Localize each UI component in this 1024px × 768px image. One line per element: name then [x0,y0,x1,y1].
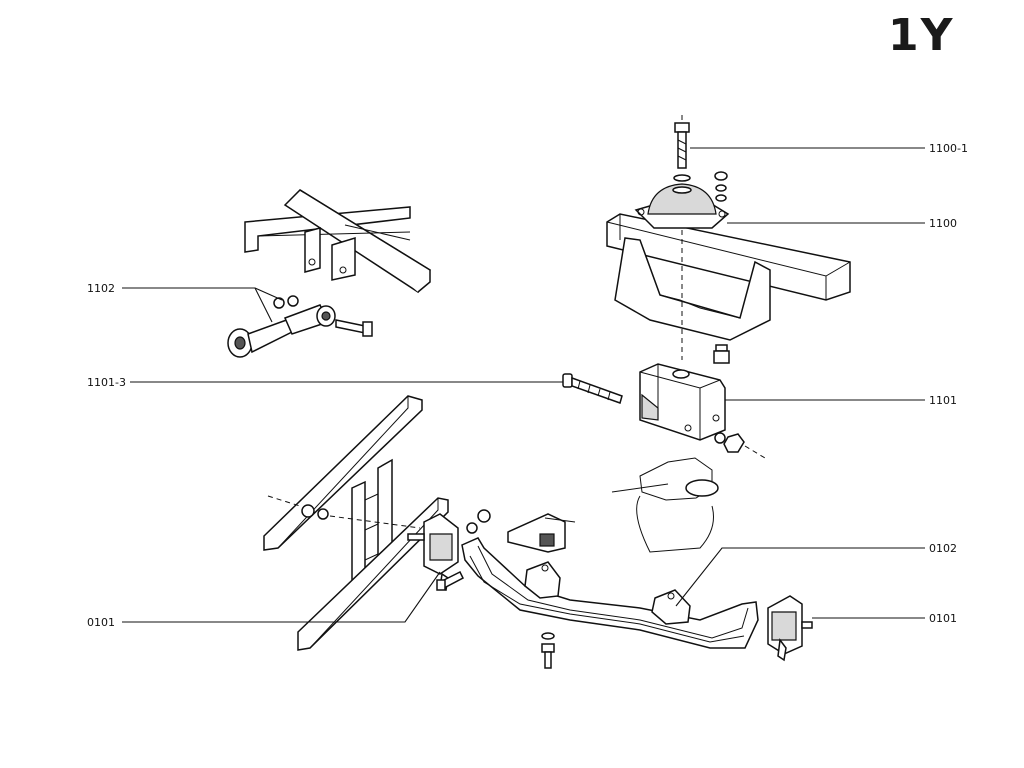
callout-1100-1: 1100-1 [929,142,968,155]
callout-0101-left: 0101 [87,616,115,629]
callout-0102: 0102 [929,542,957,555]
part-1100-rubber-mount [634,174,730,229]
part-1100-1-bolt [674,122,728,202]
part-1101-bracket [639,363,745,453]
engine-block-outline [611,457,719,553]
crossmember-bolt-lower [541,632,555,669]
section-code: 1Y [888,10,955,61]
callout-1101-3: 1101-3 [87,376,126,389]
frame-rails-upper-left [244,189,431,294]
beam-support-plate [507,513,576,553]
part-1101-3-bolt [562,373,623,404]
mount-bolt-lower [713,344,730,364]
callout-0101-right: 0101 [929,612,957,625]
callout-1101: 1101 [929,394,957,407]
callout-1100: 1100 [929,217,957,230]
chassis-frame-lower-left [263,395,449,651]
part-0101-right-bracket [767,595,813,662]
part-1100-cross-rail [606,213,851,341]
part-0101-left-bracket [407,509,491,591]
crossmember-bolt-left [436,570,464,591]
callout-1102: 1102 [87,282,115,295]
part-1102-torque-rod [227,295,373,358]
callout-labels: 1100-1 1100 1102 1101-3 1101 0102 0101 0… [87,142,968,629]
part-0102-crossmember [461,537,759,649]
leader-lines [122,147,925,623]
